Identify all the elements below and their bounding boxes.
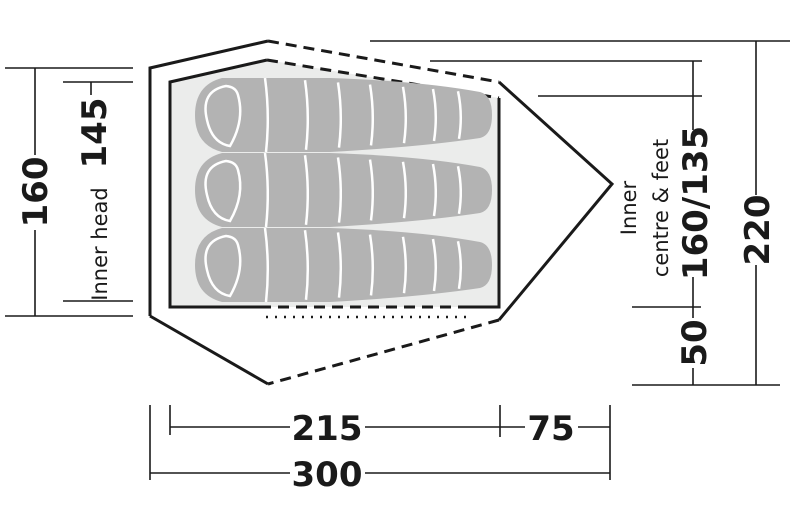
porch-length-label: 75: [527, 409, 574, 449]
sleeping-bag-hood: [204, 84, 242, 148]
outer-head-width-label: 160: [16, 157, 56, 228]
sleeping-bag-hood: [204, 159, 242, 223]
inner-centre-feet-width-label: 160/135: [676, 126, 716, 280]
sleeping-bag: [195, 227, 492, 303]
porch-offset-label: 50: [675, 319, 715, 366]
sleeping-bag-hood: [204, 234, 242, 298]
inner-head-width-label: 145: [75, 98, 115, 169]
inner-text: Inner: [617, 180, 641, 235]
centre-feet-text: centre & feet: [649, 139, 673, 277]
sleeping-bags: [195, 77, 492, 303]
inner-head-text: Inner head: [88, 187, 112, 300]
right-dimensions: 220 160/135 centre & feet Inner 50: [370, 40, 790, 386]
outer-flysheet: [148, 39, 615, 386]
total-width-label: 220: [738, 195, 778, 266]
bottom-dimensions: 215 75 300: [149, 405, 611, 495]
left-dimensions: 160 145 Inner head: [5, 67, 133, 317]
sleeping-bag: [195, 77, 492, 153]
inner-length-label: 215: [292, 409, 363, 449]
sleeping-bag: [195, 152, 492, 228]
total-length-label: 300: [292, 455, 363, 495]
